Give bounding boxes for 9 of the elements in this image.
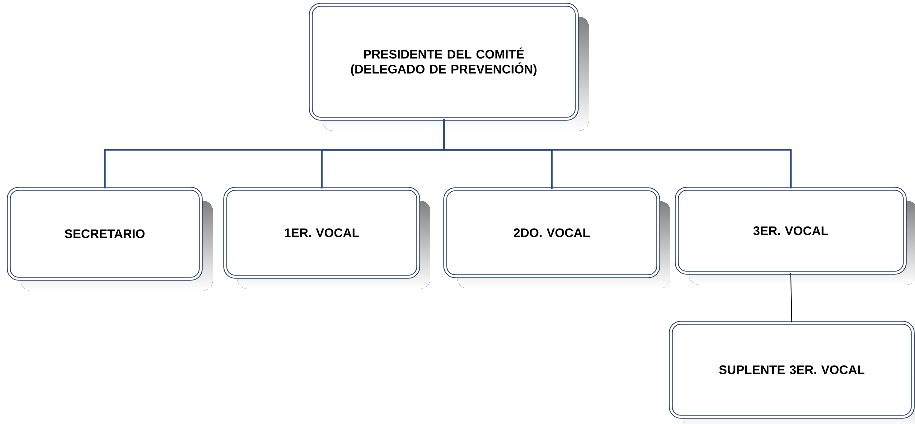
- org-box: 2DO. VOCAL: [444, 188, 670, 288]
- connector-line: [443, 119, 792, 189]
- node-label: 3ER. VOCAL: [754, 226, 828, 236]
- connector-line: [790, 273, 792, 323]
- org-box: SECRETARIO: [7, 187, 213, 291]
- org-box: 3ER. VOCAL: [675, 187, 915, 285]
- org-box: SUPLENTE 3ER. VOCAL: [669, 321, 915, 424]
- org-box: 1ER. VOCAL: [224, 187, 430, 289]
- org-box: PRESIDENTE DEL COMITÉ (DELEGADO DE PREVENCIÓN): [309, 3, 589, 131]
